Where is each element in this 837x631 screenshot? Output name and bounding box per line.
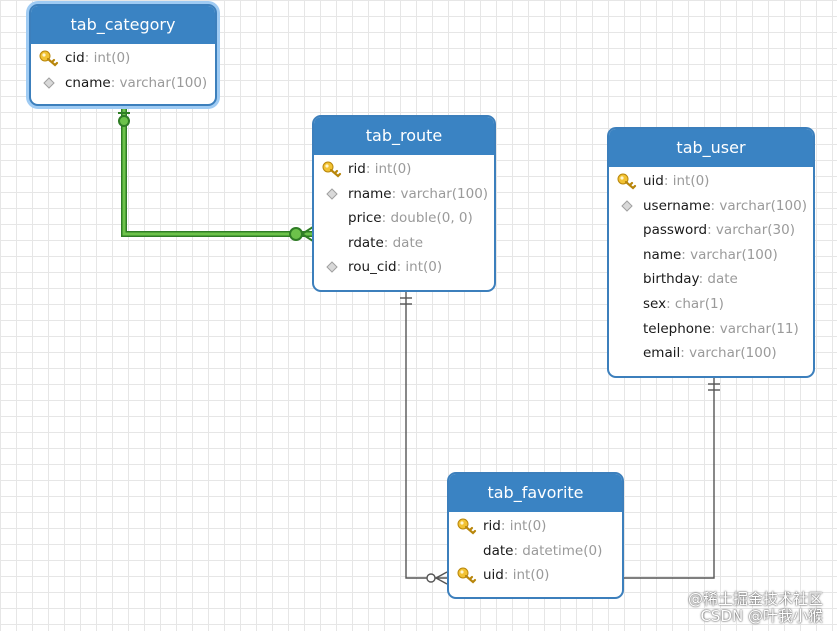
field-row[interactable]: price: double(0, 0) [314, 206, 494, 231]
field-row[interactable]: uid: int(0) [609, 169, 813, 194]
field-type: : varchar(100) [110, 74, 208, 91]
field-row[interactable]: telephone: varchar(11) [609, 317, 813, 342]
field-type: : int(0) [396, 259, 443, 276]
relation-category-route[interactable] [118, 106, 314, 242]
field-row[interactable]: name: varchar(100) [609, 243, 813, 268]
field-name: uid [643, 173, 664, 189]
entity-tab-category[interactable]: tab_category cid: int(0) cname: varchar(… [29, 4, 217, 106]
field-name: telephone [643, 320, 711, 337]
diamond-icon [39, 74, 59, 92]
field-name: price [348, 210, 382, 227]
field-name: cid [65, 50, 85, 66]
entity-title: tab_category [31, 6, 215, 44]
field-name: uid [483, 567, 504, 584]
field-type: : int(0) [84, 50, 131, 66]
key-icon [39, 49, 59, 67]
key-icon [617, 172, 637, 190]
key-icon [457, 566, 477, 584]
field-row[interactable]: rname: varchar(100) [314, 182, 494, 207]
key-icon [322, 160, 342, 178]
field-name: rid [348, 161, 366, 177]
field-row[interactable]: rdate: date [314, 231, 494, 256]
field-name: name [643, 246, 682, 263]
field-type: : varchar(100) [681, 246, 778, 263]
field-type: : datetime(0) [513, 542, 603, 559]
key-icon [457, 517, 477, 535]
entity-title: tab_route [314, 117, 494, 155]
field-type: : int(0) [365, 161, 412, 177]
field-type: : int(0) [500, 518, 547, 534]
watermark-line-2: CSDN @叶我小猴 [700, 607, 823, 625]
field-row[interactable]: email: varchar(100) [609, 341, 813, 366]
field-name: birthday [643, 271, 699, 288]
watermark-line-1: @稀土掘金技术社区 [687, 590, 823, 608]
field-type: : varchar(100) [710, 197, 807, 214]
field-name: rname [348, 185, 392, 202]
field-type: : date [698, 271, 738, 288]
field-name: rdate [348, 234, 384, 251]
field-type: : char(1) [666, 295, 724, 312]
field-row[interactable]: sex: char(1) [609, 292, 813, 317]
field-row[interactable]: rou_cid: int(0) [314, 255, 494, 280]
relation-user-favorite[interactable] [624, 377, 720, 579]
field-name: rou_cid [348, 259, 397, 276]
field-row[interactable]: date: datetime(0) [449, 539, 622, 564]
field-name: sex [643, 295, 667, 312]
diamond-icon [322, 185, 342, 203]
field-name: username [643, 197, 711, 214]
entity-tab-favorite[interactable]: tab_favorite rid: int(0) date: datetime(… [447, 472, 624, 599]
field-row[interactable]: rid: int(0) [314, 157, 494, 182]
field-type: : int(0) [663, 173, 710, 189]
entity-title: tab_favorite [449, 474, 622, 512]
field-row[interactable]: cname: varchar(100) [31, 71, 215, 96]
field-name: password [643, 222, 708, 239]
field-row[interactable]: rid: int(0) [449, 514, 622, 539]
field-name: email [643, 345, 681, 362]
field-type: : varchar(11) [710, 320, 799, 337]
diamond-icon [617, 197, 637, 215]
field-type: : varchar(30) [707, 222, 795, 239]
field-type: : double(0, 0) [381, 210, 473, 227]
field-row[interactable]: cid: int(0) [31, 46, 215, 71]
relation-route-favorite[interactable] [400, 292, 448, 585]
field-type: : varchar(100) [680, 345, 777, 362]
entity-title: tab_user [609, 129, 813, 167]
field-type: : int(0) [503, 567, 550, 584]
field-row[interactable]: password: varchar(30) [609, 218, 813, 243]
field-row[interactable]: username: varchar(100) [609, 194, 813, 219]
entity-tab-user[interactable]: tab_user uid: int(0) username: varchar(1… [607, 127, 815, 378]
entity-tab-route[interactable]: tab_route rid: int(0) rname: varchar(100… [312, 115, 496, 292]
field-name: date [483, 542, 514, 559]
field-type: : date [383, 234, 424, 251]
field-row[interactable]: uid: int(0) [449, 563, 622, 588]
field-type: : varchar(100) [391, 185, 489, 202]
field-name: rid [483, 518, 501, 534]
watermark: @稀土掘金技术社区 CSDN @叶我小猴 [688, 591, 823, 625]
field-row[interactable]: birthday: date [609, 267, 813, 292]
field-name: cname [65, 74, 111, 91]
diamond-icon [322, 258, 342, 276]
